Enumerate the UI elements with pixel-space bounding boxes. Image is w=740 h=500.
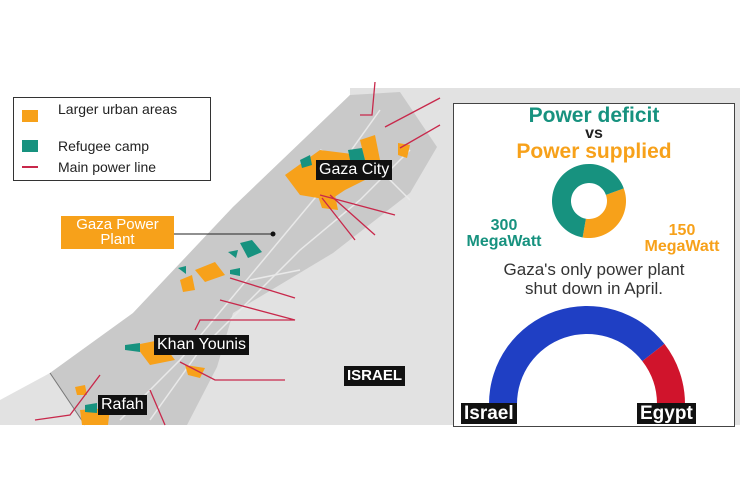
legend-label: Larger urban areas	[58, 101, 178, 117]
refugee-camp	[240, 240, 262, 258]
power-line	[149, 389, 166, 426]
power-lines	[34, 81, 441, 426]
power-line	[179, 361, 285, 381]
deficit-label: 300 MegaWatt	[459, 218, 549, 250]
power-plant-marker	[270, 231, 276, 237]
legend-item-powerline: Main power line	[22, 159, 156, 175]
refugee-camps	[85, 148, 365, 413]
egypt-border	[49, 372, 86, 426]
urban-area	[360, 135, 380, 160]
power-donut-chart	[552, 164, 626, 238]
refugee-camp	[125, 343, 140, 352]
refugee-camp	[85, 403, 97, 413]
source-egypt-label: Egypt	[637, 403, 696, 424]
power-line	[329, 194, 376, 236]
supply-share-chart	[489, 306, 685, 404]
supplied-label: 150 MegaWatt	[632, 223, 732, 255]
powerline-swatch-icon	[22, 166, 38, 168]
source-israel-label: Israel	[461, 403, 517, 424]
power-line	[34, 374, 101, 421]
shutdown-note: Gaza's only power plant shut down in Apr…	[503, 260, 685, 298]
donut-slice-deficit	[552, 164, 624, 238]
deficit-value: 300	[490, 217, 518, 234]
urban-area	[185, 365, 205, 378]
power-plant-label: Gaza Power Plant	[61, 216, 174, 249]
share-arc-egypt	[642, 343, 685, 404]
supplied-unit: MegaWatt	[644, 238, 720, 255]
refugee-camp	[178, 266, 186, 274]
camp-swatch-icon	[22, 140, 38, 152]
panel-title-supplied: Power supplied	[516, 140, 672, 163]
refugee-camp	[230, 268, 240, 276]
legend-item-urban: Larger urban areas	[22, 102, 198, 122]
urban-area	[180, 275, 195, 292]
place-israel: ISRAEL	[344, 366, 406, 386]
place-rafah: Rafah	[98, 395, 147, 415]
power-line	[319, 194, 396, 216]
supplied-value: 150	[668, 222, 696, 239]
panel-title-vs: vs	[585, 125, 603, 142]
urban-area	[75, 385, 87, 395]
deficit-unit: MegaWatt	[466, 233, 542, 250]
legend-item-camp: Refugee camp	[22, 138, 149, 154]
place-khan-younis: Khan Younis	[154, 335, 249, 355]
donut-slice-supplied	[582, 188, 626, 238]
power-line	[360, 81, 376, 116]
urban-swatch-icon	[22, 110, 38, 122]
power-line	[194, 299, 296, 331]
share-arc-israel	[489, 306, 665, 404]
place-gaza-city: Gaza City	[316, 160, 393, 180]
power-line	[229, 277, 296, 299]
urban-area	[195, 262, 225, 282]
panel-title-deficit: Power deficit	[528, 104, 660, 127]
refugee-camp	[300, 155, 312, 168]
power-panel: Power deficit vs Power supplied 300 Mega…	[453, 103, 735, 427]
refugee-camp	[228, 250, 238, 258]
map-legend: Larger urban areas Refugee camp Main pow…	[13, 97, 211, 181]
power-line	[384, 97, 441, 128]
power-line	[321, 197, 356, 241]
power-line	[399, 124, 441, 149]
legend-label: Main power line	[58, 159, 157, 175]
refugee-camp	[348, 148, 365, 160]
legend-label: Refugee camp	[58, 138, 150, 154]
